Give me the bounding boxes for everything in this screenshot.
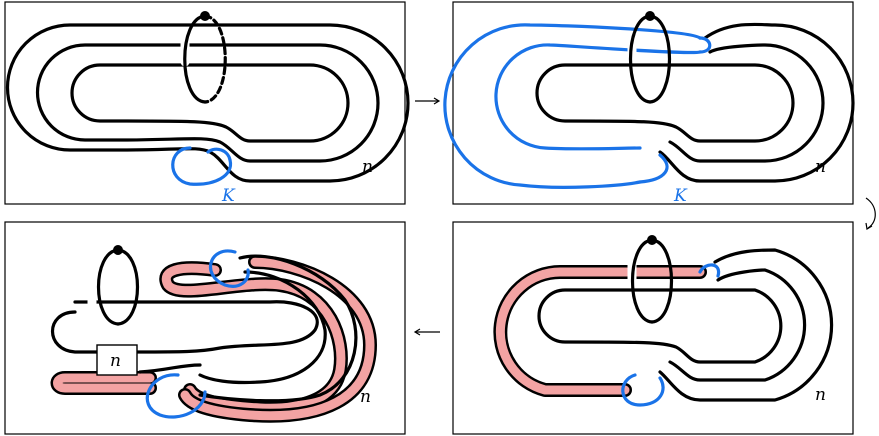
panel-3-frame [452,221,854,435]
panel-4: n n [4,221,406,435]
panel-3-knot-strands [537,248,834,402]
panel-3-band [493,265,707,397]
panel-1-basepoint [200,11,210,21]
panel-2-meridian [627,11,672,104]
panel-3-component-blue [621,263,721,407]
panel-3-basepoint [647,235,657,245]
panel-1-knot-strands [5,23,410,183]
panel-3-meridian [627,235,674,324]
panel-1: K n [4,1,410,206]
arrow-down-curved [865,197,876,230]
panel-1-k-label: K [221,186,236,206]
panel-2-component-blue [443,23,712,189]
panel-2: K n [443,1,855,206]
panel-2-k-label: K [673,186,688,206]
panel-2-basepoint [645,11,655,21]
arrow-right [415,97,441,105]
panel-4-meridian [87,245,140,326]
arrow-left [413,328,440,336]
panel-1-meridian [180,11,227,104]
panel-4-component-blue [145,249,250,419]
panel-4-n-label: n [360,387,371,407]
panel-4-box-label: n [110,351,121,371]
panel-4-basepoint [113,245,123,255]
panel-2-n-label: n [815,157,826,177]
panel-1-component-K [171,146,233,186]
panel-2-knot-strands [535,22,855,183]
panel-4-twist-box: n [96,344,138,376]
panel-3-n-label: n [815,385,826,405]
panel-3: n [452,221,854,435]
panel-1-n-label: n [362,157,373,177]
panel-4-knot-strands [50,254,358,403]
